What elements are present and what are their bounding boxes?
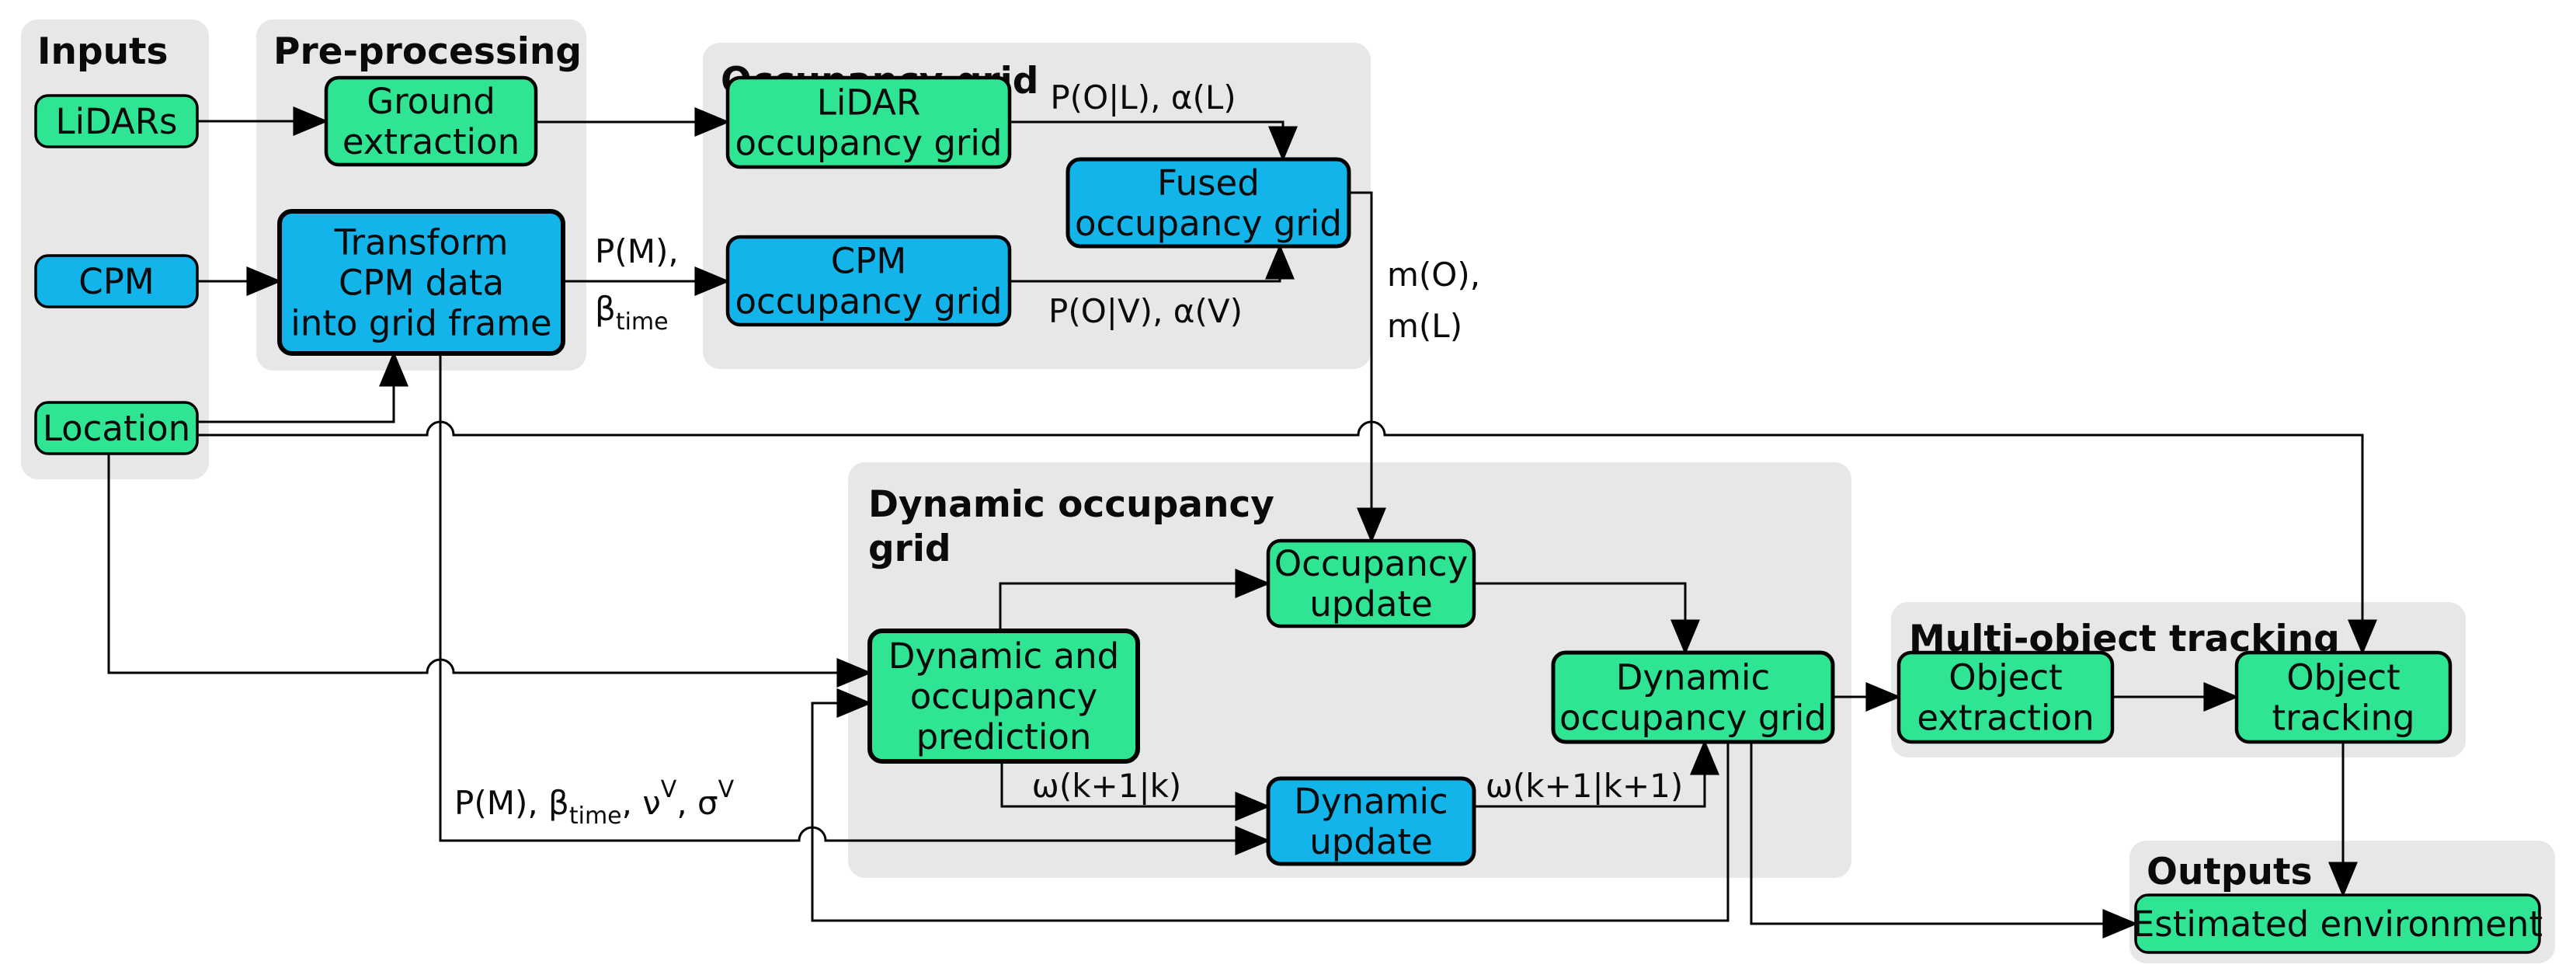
node-dynamic-update — [1266, 776, 1476, 866]
node-label-cpm-occupancy-grid-line-2: occupancy grid — [735, 280, 1002, 322]
node-label-cpm-line-1: CPM — [78, 261, 154, 302]
edge-label-beta-time: βtime — [595, 290, 669, 336]
group-title-outputs-line-1: Outputs — [2147, 851, 2312, 893]
edge-label-p-o-l-alpha-l: P(O|L), α(L) — [1050, 78, 1236, 117]
edge-location-to-transform — [197, 350, 408, 423]
edge-label-omega-k1-k: ω(k+1|k) — [1032, 767, 1182, 805]
node-label-dynamic-occupancy-grid-node-line-1: Dynamic — [1616, 656, 1770, 698]
node-label-transform-cpm-line-2: CPM data — [339, 262, 504, 303]
group-panel-dynamic-occupancy-grid — [848, 462, 1851, 878]
node-label-fused-occupancy-grid-line-1: Fused — [1157, 162, 1260, 204]
node-label-lidar-occupancy-grid-line-1: LiDAR — [817, 82, 920, 123]
node-label-ground-extraction-line-2: extraction — [342, 121, 520, 162]
edge-dynamic-update-to-dynamic-og — [1474, 739, 1719, 808]
node-label-cpm-occupancy-grid-line-1: CPM — [831, 240, 906, 281]
node-label-dynamic-occupancy-prediction-line-3: prediction — [916, 716, 1092, 757]
node-label-fused-occupancy-grid-line-2: occupancy grid — [1075, 203, 1342, 244]
edge-transform-to-dynamic-update — [439, 353, 1271, 855]
node-label-lidar-occupancy-grid-line-2: occupancy grid — [735, 122, 1002, 163]
node-lidars — [34, 94, 199, 148]
node-fused-occupancy-grid — [1066, 157, 1351, 249]
edge-location-to-object-tracking — [197, 420, 2377, 656]
node-object-tracking — [2234, 650, 2453, 744]
group-title-dynamic-occupancy-grid-line-2: grid — [868, 528, 951, 570]
edge-occupancy-update-to-dynamic-og — [1474, 582, 1700, 656]
edge-label-p-o-v-alpha-v: P(O|V), α(V) — [1048, 292, 1243, 330]
node-object-extraction — [1896, 650, 2115, 744]
edge-prediction-to-dynamic-update — [1000, 761, 1271, 821]
node-cpm — [34, 254, 199, 308]
node-label-transform-cpm-line-3: into grid frame — [290, 302, 551, 343]
edge-lidar-og-to-fused — [1010, 120, 1298, 162]
edges-layer — [107, 106, 2377, 938]
node-label-object-tracking-line-2: tracking — [2272, 697, 2414, 738]
edge-label-pm-beta-nu-sigma: P(M), βtime, νV, σV — [454, 776, 735, 830]
edge-label-omega-k1-k1: ω(k+1|k+1) — [1486, 767, 1684, 805]
edge-fused-to-occupancy-update — [1349, 191, 1386, 544]
node-label-location-line-1: Location — [43, 408, 190, 449]
node-label-dynamic-update-line-1: Dynamic — [1294, 781, 1448, 822]
node-label-dynamic-update-line-2: update — [1309, 821, 1433, 862]
group-title-pre-processing-line-1: Pre-processing — [273, 30, 582, 73]
node-label-occupancy-update-line-2: update — [1309, 583, 1433, 625]
node-label-dynamic-occupancy-grid-node-line-2: occupancy grid — [1559, 697, 1827, 738]
node-cpm-occupancy-grid — [725, 235, 1012, 327]
node-label-occupancy-update-line-1: Occupancy — [1274, 543, 1468, 584]
node-label-estimated-environment-line-1: Estimated environment — [2133, 904, 2543, 945]
edge-dynamic-og-to-estimated-environment — [1750, 742, 2139, 938]
edge-cpm-og-to-fused — [1010, 243, 1295, 283]
edge-location-to-prediction — [107, 454, 873, 688]
node-label-lidars-line-1: LiDARs — [56, 101, 178, 142]
node-label-ground-extraction-line-1: Ground — [367, 81, 495, 122]
node-location — [34, 401, 199, 455]
node-ground-extraction — [324, 75, 538, 167]
node-label-transform-cpm-line-1: Transform — [334, 221, 509, 263]
node-dynamic-occupancy-prediction — [867, 629, 1140, 764]
edge-labels-layer: P(O|L), α(L) P(M), βtime P(O|V), α(V) m(O), m… — [454, 78, 1683, 830]
group-title-inputs-line-1: Inputs — [37, 30, 169, 73]
edge-label-p-m: P(M), — [595, 232, 679, 270]
group-title-dynamic-occupancy-grid-line-1: Dynamic occupancy — [868, 483, 1274, 526]
edge-prediction-to-occupancy-update — [999, 569, 1271, 631]
node-label-dynamic-occupancy-prediction-line-2: occupancy — [910, 676, 1098, 717]
node-label-dynamic-occupancy-prediction-line-1: Dynamic and — [888, 635, 1119, 677]
node-dynamic-occupancy-grid-node — [1551, 650, 1835, 744]
node-label-object-tracking-line-1: Object — [2286, 656, 2400, 698]
node-occupancy-update — [1266, 538, 1476, 629]
node-estimated-environment — [2134, 893, 2541, 954]
edge-dynamic-og-feedback-to-prediction — [811, 688, 1730, 922]
node-lidar-occupancy-grid — [725, 75, 1012, 169]
node-label-object-extraction-line-1: Object — [1949, 656, 2063, 698]
edge-label-m-l: m(L) — [1387, 307, 1462, 345]
edge-label-m-o: m(O), — [1387, 256, 1480, 294]
nodes-layer: LiDARsCPMLocationGroundextractionTransfo… — [34, 75, 2543, 954]
node-transform-cpm — [277, 209, 565, 356]
node-label-object-extraction-line-2: extraction — [1917, 697, 2094, 738]
